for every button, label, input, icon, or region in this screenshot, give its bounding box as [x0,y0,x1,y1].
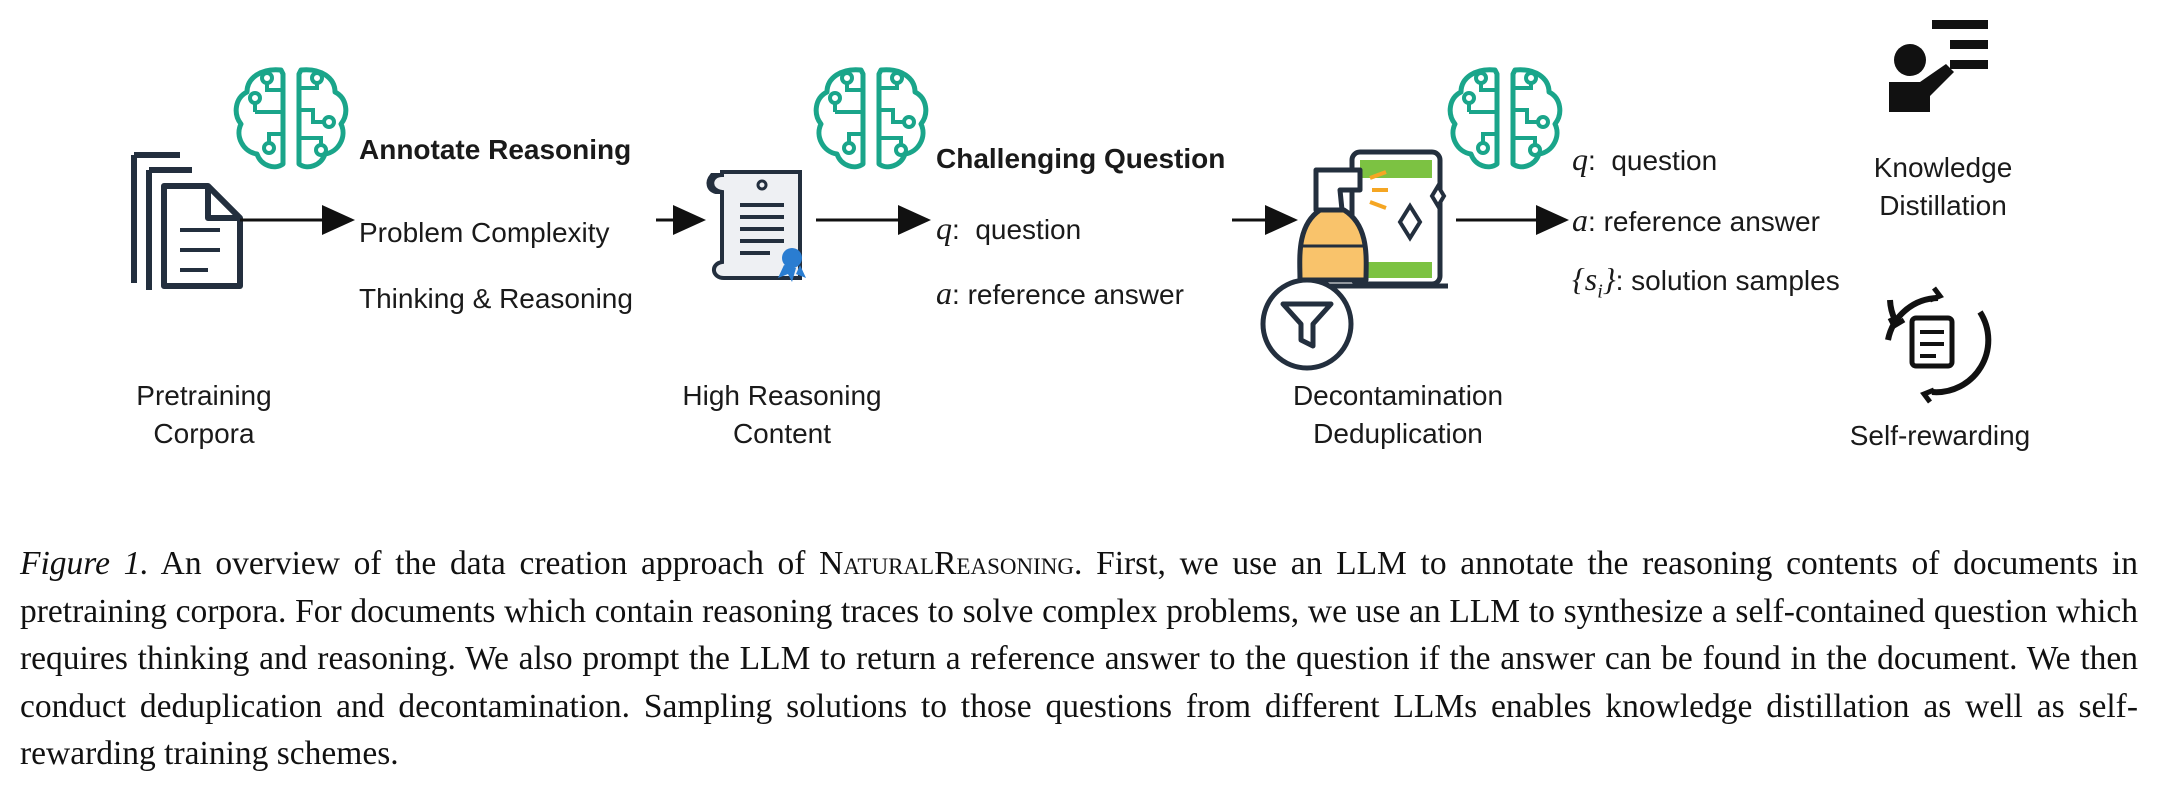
challenging-q: q: question [936,210,1082,246]
annotate-title: Annotate Reasoning [359,134,632,165]
stage-pretraining-line2: Corpora [153,418,255,449]
brain-icon [816,70,926,167]
challenging-title: Challenging Question [936,143,1226,174]
brain-icon [1450,70,1560,167]
use-kd-line2: Distillation [1879,190,2007,221]
caption-part2: . First, we use an LLM to annotate the r… [20,545,2138,772]
caption-part1: An overview of the data creation approac… [160,545,806,582]
annotate-item-complexity: Problem Complexity [359,217,610,248]
stage-high-reasoning-line1: High Reasoning [682,380,882,411]
figure-caption: Figure 1. An overview of the data creati… [20,540,2138,778]
certificate-icon [706,170,806,282]
stage-high-reasoning-line2: Content [732,418,832,449]
figure-label: Figure 1. [20,545,149,582]
caption-name: NaturalReasoning [819,545,1074,582]
output-a: a: reference answer [1572,202,1820,238]
output-q: q: question [1572,141,1718,177]
annotate-item-reasoning: Thinking & Reasoning [359,283,633,314]
stage-decontamination-line2: Deduplication [1313,418,1483,449]
spray-cleaner-icon [1297,149,1448,289]
funnel-icon [1260,277,1354,371]
challenging-a: a: reference answer [936,275,1184,311]
documents-icon [131,152,243,290]
diagram-graphics [131,20,1992,404]
use-kd-line1: Knowledge [1873,152,2013,183]
brain-icon [236,70,346,167]
teacher-icon [1889,20,1988,112]
stage-pretraining-line1: Pretraining [136,380,272,411]
output-s: {si}: solution samples [1572,261,1840,303]
pipeline-diagram: Annotate Reasoning Problem Complexity Th… [131,20,2031,451]
stage-decontamination-line1: Decontamination [1292,380,1504,411]
use-self-rewarding: Self-rewarding [1849,420,2031,451]
refresh-document-icon [1885,286,1992,404]
